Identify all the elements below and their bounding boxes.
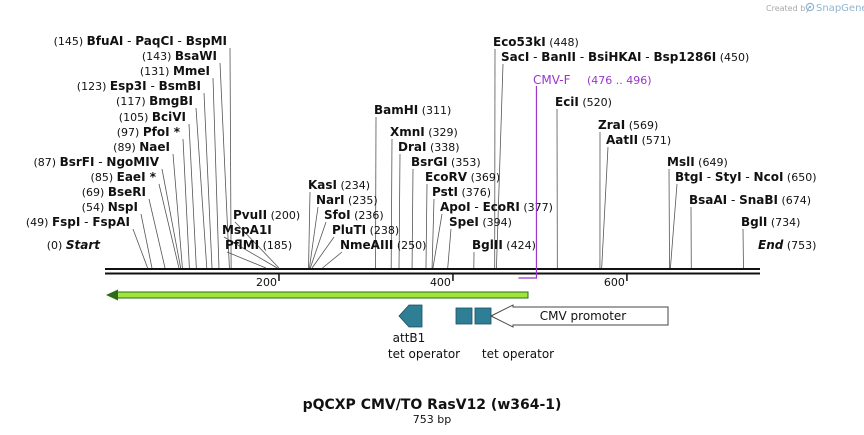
site-leader-apoi xyxy=(432,213,443,269)
site-leader-msli xyxy=(668,168,670,269)
site-leader-psti xyxy=(431,198,435,269)
site-leader-eaei xyxy=(158,183,180,269)
primer-label: CMV-F xyxy=(533,73,571,87)
site-label-bseri[interactable]: (69) BseRI xyxy=(82,185,146,199)
site-leader-aatii xyxy=(601,146,609,269)
site-label-bcivi[interactable]: (105) BciVI xyxy=(119,110,186,124)
site-label-pfoi[interactable]: (97) PfoI * xyxy=(117,125,181,139)
site-leader-drai xyxy=(398,153,401,269)
primer-range: (476 .. 496) xyxy=(587,74,652,87)
site-label-bfuai[interactable]: (145) BfuAI - PaqCI - BspMI xyxy=(54,34,227,48)
site-leader-kasi xyxy=(308,191,311,269)
site-leader-nmeaiii xyxy=(322,251,343,269)
site-label-mmei[interactable]: (131) MmeI xyxy=(140,64,210,78)
site-leader-nari xyxy=(309,206,319,269)
site-leader-bmgbi xyxy=(195,107,208,269)
site-label-fspi[interactable]: (49) FspI - FspAI xyxy=(26,215,130,229)
site-leader-sfoi xyxy=(309,221,327,269)
site-label-msli[interactable]: MslI (649) xyxy=(667,155,728,169)
site-label-pluti[interactable]: PluTI (238) xyxy=(332,223,399,237)
ruler-ticks: 200 400 600 xyxy=(256,274,628,289)
site-leader-spei xyxy=(447,228,452,269)
cmv-promoter-label: CMV promoter xyxy=(540,309,627,323)
site-label-nmeaiii[interactable]: NmeAIII (250) xyxy=(340,238,426,252)
attb1-label: attB1 xyxy=(393,331,426,345)
feature-tet-operator-2[interactable]: tet operator xyxy=(474,307,554,361)
site-label-naei[interactable]: (89) NaeI xyxy=(113,140,170,154)
site-leader-btgi xyxy=(670,183,678,269)
site-leader-lines xyxy=(132,47,744,269)
site-leader-bseri xyxy=(148,198,166,269)
feature-tet-operator-1[interactable]: tet operator xyxy=(388,307,473,361)
site-label-xmni[interactable]: XmnI (329) xyxy=(390,125,458,139)
site-label-bglii[interactable]: BglII (424) xyxy=(472,238,536,252)
primer-cmv-f[interactable]: CMV-F (476 .. 496) xyxy=(518,73,652,279)
site-leader-bcivi xyxy=(188,123,197,269)
tet-operator-1-label: tet operator xyxy=(388,347,460,361)
site-label-drai[interactable]: DraI (338) xyxy=(398,140,460,154)
site-leader-bfuai xyxy=(229,47,232,269)
site-label-ecorv[interactable]: EcoRV (369) xyxy=(425,170,500,184)
site-label-esp3i[interactable]: (123) Esp3I - BsmBI xyxy=(77,79,201,93)
site-label-psti[interactable]: PstI (376) xyxy=(432,185,491,199)
site-leader-saci xyxy=(496,63,504,269)
site-leader-bsrfi xyxy=(161,168,182,269)
site-label-bsawi[interactable]: (143) BsaWI xyxy=(142,49,217,63)
site-label-bamhi[interactable]: BamHI (311) xyxy=(374,103,451,117)
site-label-spei[interactable]: SpeI (394) xyxy=(449,215,512,229)
site-label-eco53ki[interactable]: Eco53kI (448) xyxy=(493,35,579,49)
tick-label-600: 600 xyxy=(604,276,625,289)
snapgene-brand: SnapGene xyxy=(816,3,864,14)
site-leader-ecorv xyxy=(425,183,428,269)
site-label-ecii[interactable]: EciI (520) xyxy=(555,95,612,109)
snapgene-logo xyxy=(805,2,815,12)
site-label-saci[interactable]: SacI - BanII - BsiHKAI - Bsp1286I (450) xyxy=(501,50,749,64)
site-leader-pflmi xyxy=(226,251,267,269)
site-label-bsaai[interactable]: BsaAI - SnaBI (674) xyxy=(689,193,811,207)
site-label-start[interactable]: (0) Start xyxy=(47,238,101,252)
site-leader-pvuii xyxy=(234,221,280,269)
site-label-kasi[interactable]: KasI (234) xyxy=(308,178,370,192)
site-leader-pluti xyxy=(311,236,335,269)
site-leader-naei xyxy=(172,153,183,269)
site-label-mspa1i[interactable]: MspA1I xyxy=(222,223,272,237)
site-label-sfoi[interactable]: SfoI (236) xyxy=(324,208,384,222)
map-title: pQCXP CMV/TO RasV12 (w364-1) xyxy=(303,397,562,413)
feature-attb1[interactable]: attB1 xyxy=(393,304,426,345)
tick-label-400: 400 xyxy=(430,276,451,289)
site-label-btgi[interactable]: BtgI - StyI - NcoI (650) xyxy=(675,170,817,184)
site-label-bgli[interactable]: BglI (734) xyxy=(741,215,800,229)
created-by-text: Created by xyxy=(766,4,810,13)
site-labels: (0) Start (49) FspI - FspAI(54) NspI(69) … xyxy=(26,34,817,252)
feature-cmv-promoter[interactable]: CMV promoter xyxy=(489,304,669,328)
site-leader-mmei xyxy=(212,77,220,269)
site-leader-esp3i xyxy=(203,92,213,269)
site-label-end[interactable]: End (753) xyxy=(758,238,816,252)
site-label-pflmi[interactable]: PflMI (185) xyxy=(225,238,292,252)
tet-operator-2-label: tet operator xyxy=(482,347,554,361)
site-label-nari[interactable]: NarI (235) xyxy=(316,193,378,207)
site-leader-fspi xyxy=(132,228,148,269)
site-leader-mspa1i xyxy=(223,236,278,269)
site-label-zrai[interactable]: ZraI (569) xyxy=(598,118,658,132)
site-label-aatii[interactable]: AatII (571) xyxy=(606,133,671,147)
site-leader-xmni xyxy=(390,138,393,269)
tick-label-200: 200 xyxy=(256,276,277,289)
site-leader-nspi xyxy=(140,213,153,269)
site-leader-pfoi xyxy=(182,138,190,269)
site-leader-bsawi xyxy=(219,62,230,269)
site-label-pvuii[interactable]: PvuII (200) xyxy=(233,208,300,222)
site-label-nspi[interactable]: (54) NspI xyxy=(82,200,138,214)
primer-arrow xyxy=(518,86,538,279)
map-length: 753 bp xyxy=(413,413,451,426)
orf-arrow[interactable] xyxy=(106,289,529,301)
site-label-eaei[interactable]: (85) EaeI * xyxy=(91,170,157,184)
site-label-bsrfi[interactable]: (87) BsrFI - NgoMIV xyxy=(33,155,159,169)
site-label-bmgbi[interactable]: (117) BmgBI xyxy=(116,94,193,108)
site-leader-bsrgi xyxy=(411,168,414,269)
site-label-bsrgi[interactable]: BsrGI (353) xyxy=(411,155,481,169)
site-label-apoi[interactable]: ApoI - EcoRI (377) xyxy=(440,200,553,214)
